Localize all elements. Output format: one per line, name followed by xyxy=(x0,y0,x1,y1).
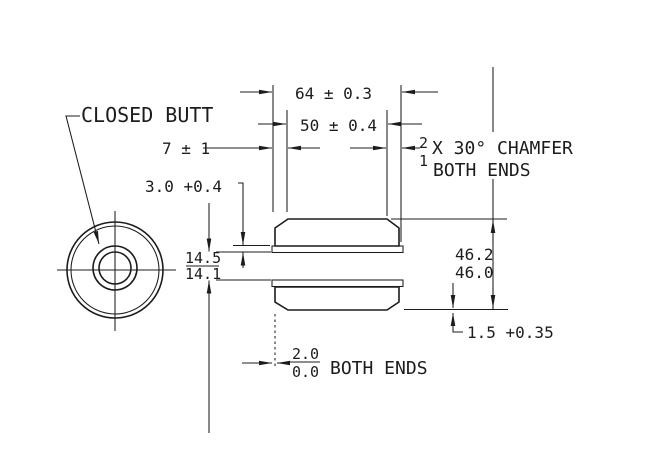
section-view xyxy=(271,218,404,311)
dim-liner-thickness: 3.0 +0.4 xyxy=(145,177,222,196)
dim-end-length: 7 ± 1 xyxy=(162,139,210,158)
closed-butt-label: CLOSED BUTT xyxy=(81,103,213,127)
dim-od-lower: 46.0 xyxy=(455,263,494,282)
upper-liner-strip xyxy=(271,245,404,254)
dim-bore-lower: 14.1 xyxy=(185,265,221,283)
end-view: CLOSED BUTT xyxy=(57,103,213,331)
chamfer-upper: 2 xyxy=(419,134,428,152)
dim-overall-length: 64 ± 0.3 xyxy=(295,84,372,103)
upper-outer-band xyxy=(274,218,400,247)
lower-outer-band xyxy=(274,286,400,311)
dim-protrusion-lower: 0.0 xyxy=(292,363,319,381)
recess-up-arrow-leader xyxy=(450,313,463,333)
dim-protrusion-upper: 2.0 xyxy=(292,345,319,363)
dim-recess: 1.5 +0.35 xyxy=(467,323,554,342)
closed-butt-leader xyxy=(65,115,100,245)
dimension-lines xyxy=(186,89,496,433)
lower-liner-strip xyxy=(271,279,404,288)
dim-od-upper: 46.2 xyxy=(455,245,494,264)
chamfer-lower: 1 xyxy=(419,152,428,170)
dim-body-length: 50 ± 0.4 xyxy=(300,116,377,135)
chamfer-note-line1: X 30° CHAMFER xyxy=(432,138,573,159)
dim-bore-upper: 14.5 xyxy=(185,249,221,267)
protrusion-note: BOTH ENDS xyxy=(330,358,428,379)
dim3-leader-down-arrow xyxy=(238,182,246,245)
dimension-text: 64 ± 0.3 50 ± 0.4 7 ± 1 3.0 +0.4 14.5 14… xyxy=(145,84,573,381)
chamfer-note-line2: BOTH ENDS xyxy=(433,160,531,181)
extension-lines xyxy=(216,67,508,369)
